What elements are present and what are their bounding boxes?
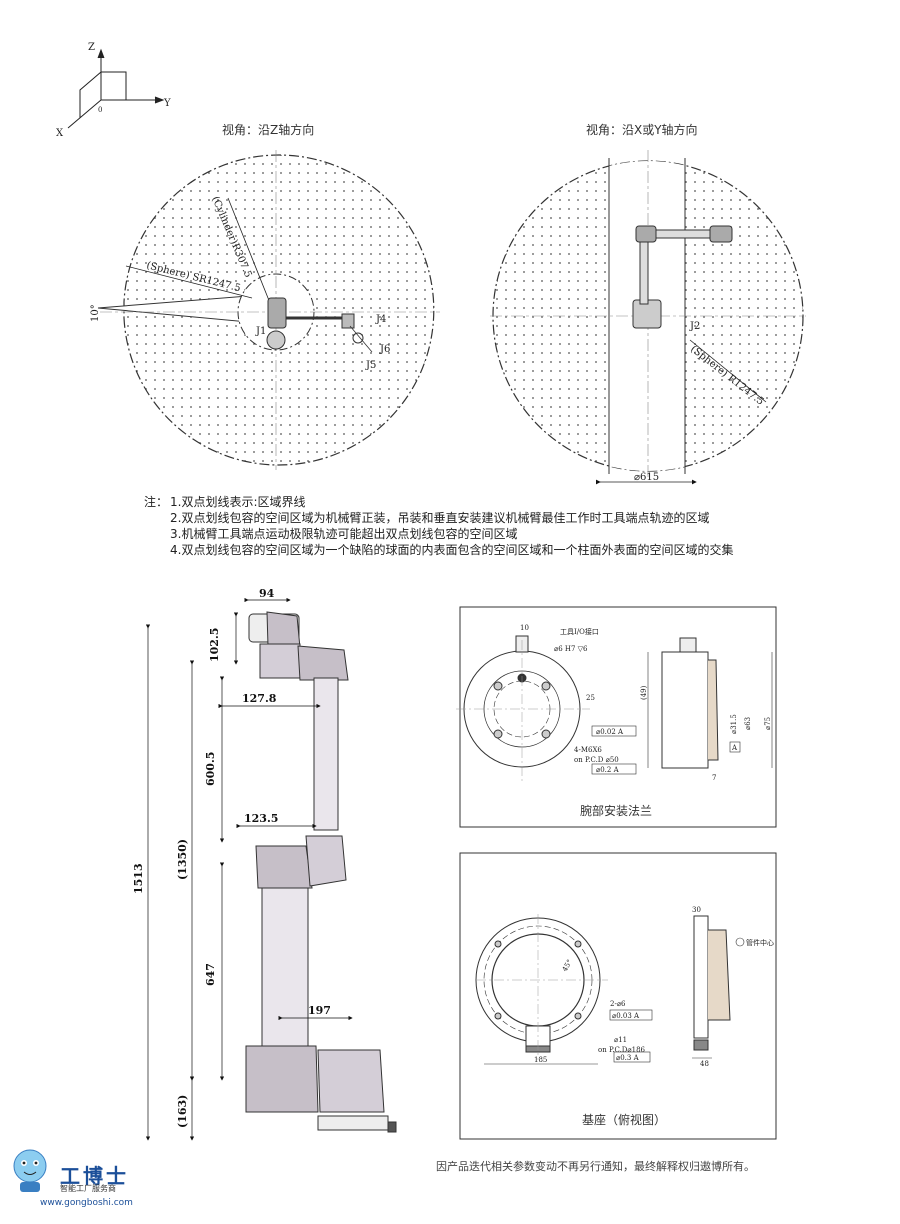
base-d11: ⌀11 — [614, 1036, 627, 1044]
dim-163: (163) — [176, 1095, 189, 1128]
base-caption: 基座（俯视图） — [582, 1112, 666, 1127]
base-pcd: on P.C.D⌀186 — [598, 1046, 646, 1054]
coordinate-axes — [67, 48, 165, 129]
note-2: 2.双点划线包容的空间区域为机械臂正装，吊装和垂直安装建议机械臂最佳工作时工具端… — [170, 511, 710, 525]
dim-1513: 1513 — [132, 863, 145, 894]
flange-holes: 4-M6X6 — [574, 746, 602, 754]
dim-1350: (1350) — [176, 839, 189, 880]
dim-197: 197 — [308, 1004, 331, 1017]
dim-647: 647 — [204, 963, 217, 986]
base-panel — [459, 852, 777, 1140]
dim-600: 600.5 — [204, 752, 217, 786]
note-3: 3.机械臂工具端点运动极限轨迹可能超出双点划线包容的空间区域 — [170, 527, 518, 541]
axis-y-label: Y — [163, 98, 171, 109]
flange-caption: 腕部安装法兰 — [580, 803, 652, 818]
flange-tolerance-2: ⌀0.2 A — [596, 766, 620, 774]
j6-label: J6 — [379, 344, 390, 355]
base-d185: 185 — [534, 1056, 547, 1064]
dim-127: 127.8 — [242, 692, 277, 705]
notes-prefix: 注： — [144, 495, 169, 509]
dim-102: 102.5 — [208, 628, 221, 662]
dim-123: 123.5 — [244, 812, 278, 825]
j5-label: J5 — [365, 360, 376, 371]
j1-label: J1 — [255, 326, 266, 337]
axis-origin-label: 0 — [98, 106, 102, 114]
mascot-logo-icon — [13, 1149, 47, 1192]
workspace-side-view — [490, 150, 806, 485]
footer-disclaimer: 因产品迭代相关参数变动不再另行通知，最终解释权归遨博所有。 — [436, 1160, 755, 1173]
right-view-title: 视角：沿X或Y轴方向 — [586, 122, 698, 137]
flange-d7: 7 — [712, 774, 716, 782]
logo-tagline: 智能工厂服务商 — [60, 1184, 116, 1193]
flange-pcd: on P.C.D ⌀50 — [574, 756, 619, 764]
note-4: 4.双点划线包容的空间区域为一个缺陷的球面的内表面包含的空间区域和一个柱面外表面… — [170, 543, 734, 557]
logo-name: 工博士 — [60, 1164, 129, 1188]
axis-x-label: X — [56, 128, 64, 139]
dim-94: 94 — [259, 587, 275, 600]
flange-io-label: 工具I/O接口 — [560, 627, 599, 636]
angle-label: 10° — [90, 304, 101, 322]
base-d48: 48 — [700, 1060, 709, 1068]
flange-d49: (49) — [640, 685, 648, 700]
flange-d10: 10 — [520, 624, 529, 632]
left-view-title: 视角：沿Z轴方向 — [222, 122, 314, 137]
base-tolerance-3: ⌀0.03 A — [612, 1012, 640, 1020]
flange-d25: 25 — [586, 694, 595, 702]
workspace-top-view — [97, 150, 440, 470]
note-1: 1.双点划线表示:区域界线 — [170, 495, 306, 509]
logo-url[interactable]: www.gongboshi.com — [40, 1198, 133, 1208]
flange-tolerance-1: ⌀0.02 A — [596, 728, 624, 736]
flange-d63: ⌀63 — [744, 717, 752, 730]
base-d30: 30 — [692, 906, 701, 914]
axis-z-label: Z — [88, 42, 95, 53]
flange-d75: ⌀75 — [764, 717, 772, 730]
arm-dimension-lines — [145, 597, 353, 1141]
j4-label: J4 — [375, 314, 386, 325]
flange-hole-spec: ⌀6 H7 ▽6 — [554, 645, 588, 653]
j2-label: J2 — [689, 321, 700, 332]
flange-d315: ⌀31.5 — [730, 714, 738, 734]
arm-elevation — [245, 611, 397, 1133]
flange-panel — [456, 606, 777, 828]
base-holes: 2-⌀6 — [610, 1000, 626, 1008]
flange-datum-a: A — [731, 744, 738, 752]
base-center-label: 管件中心 — [746, 938, 774, 947]
diameter-label: ⌀615 — [634, 472, 659, 483]
base-tolerance-4: ⌀0.3 A — [616, 1054, 640, 1062]
